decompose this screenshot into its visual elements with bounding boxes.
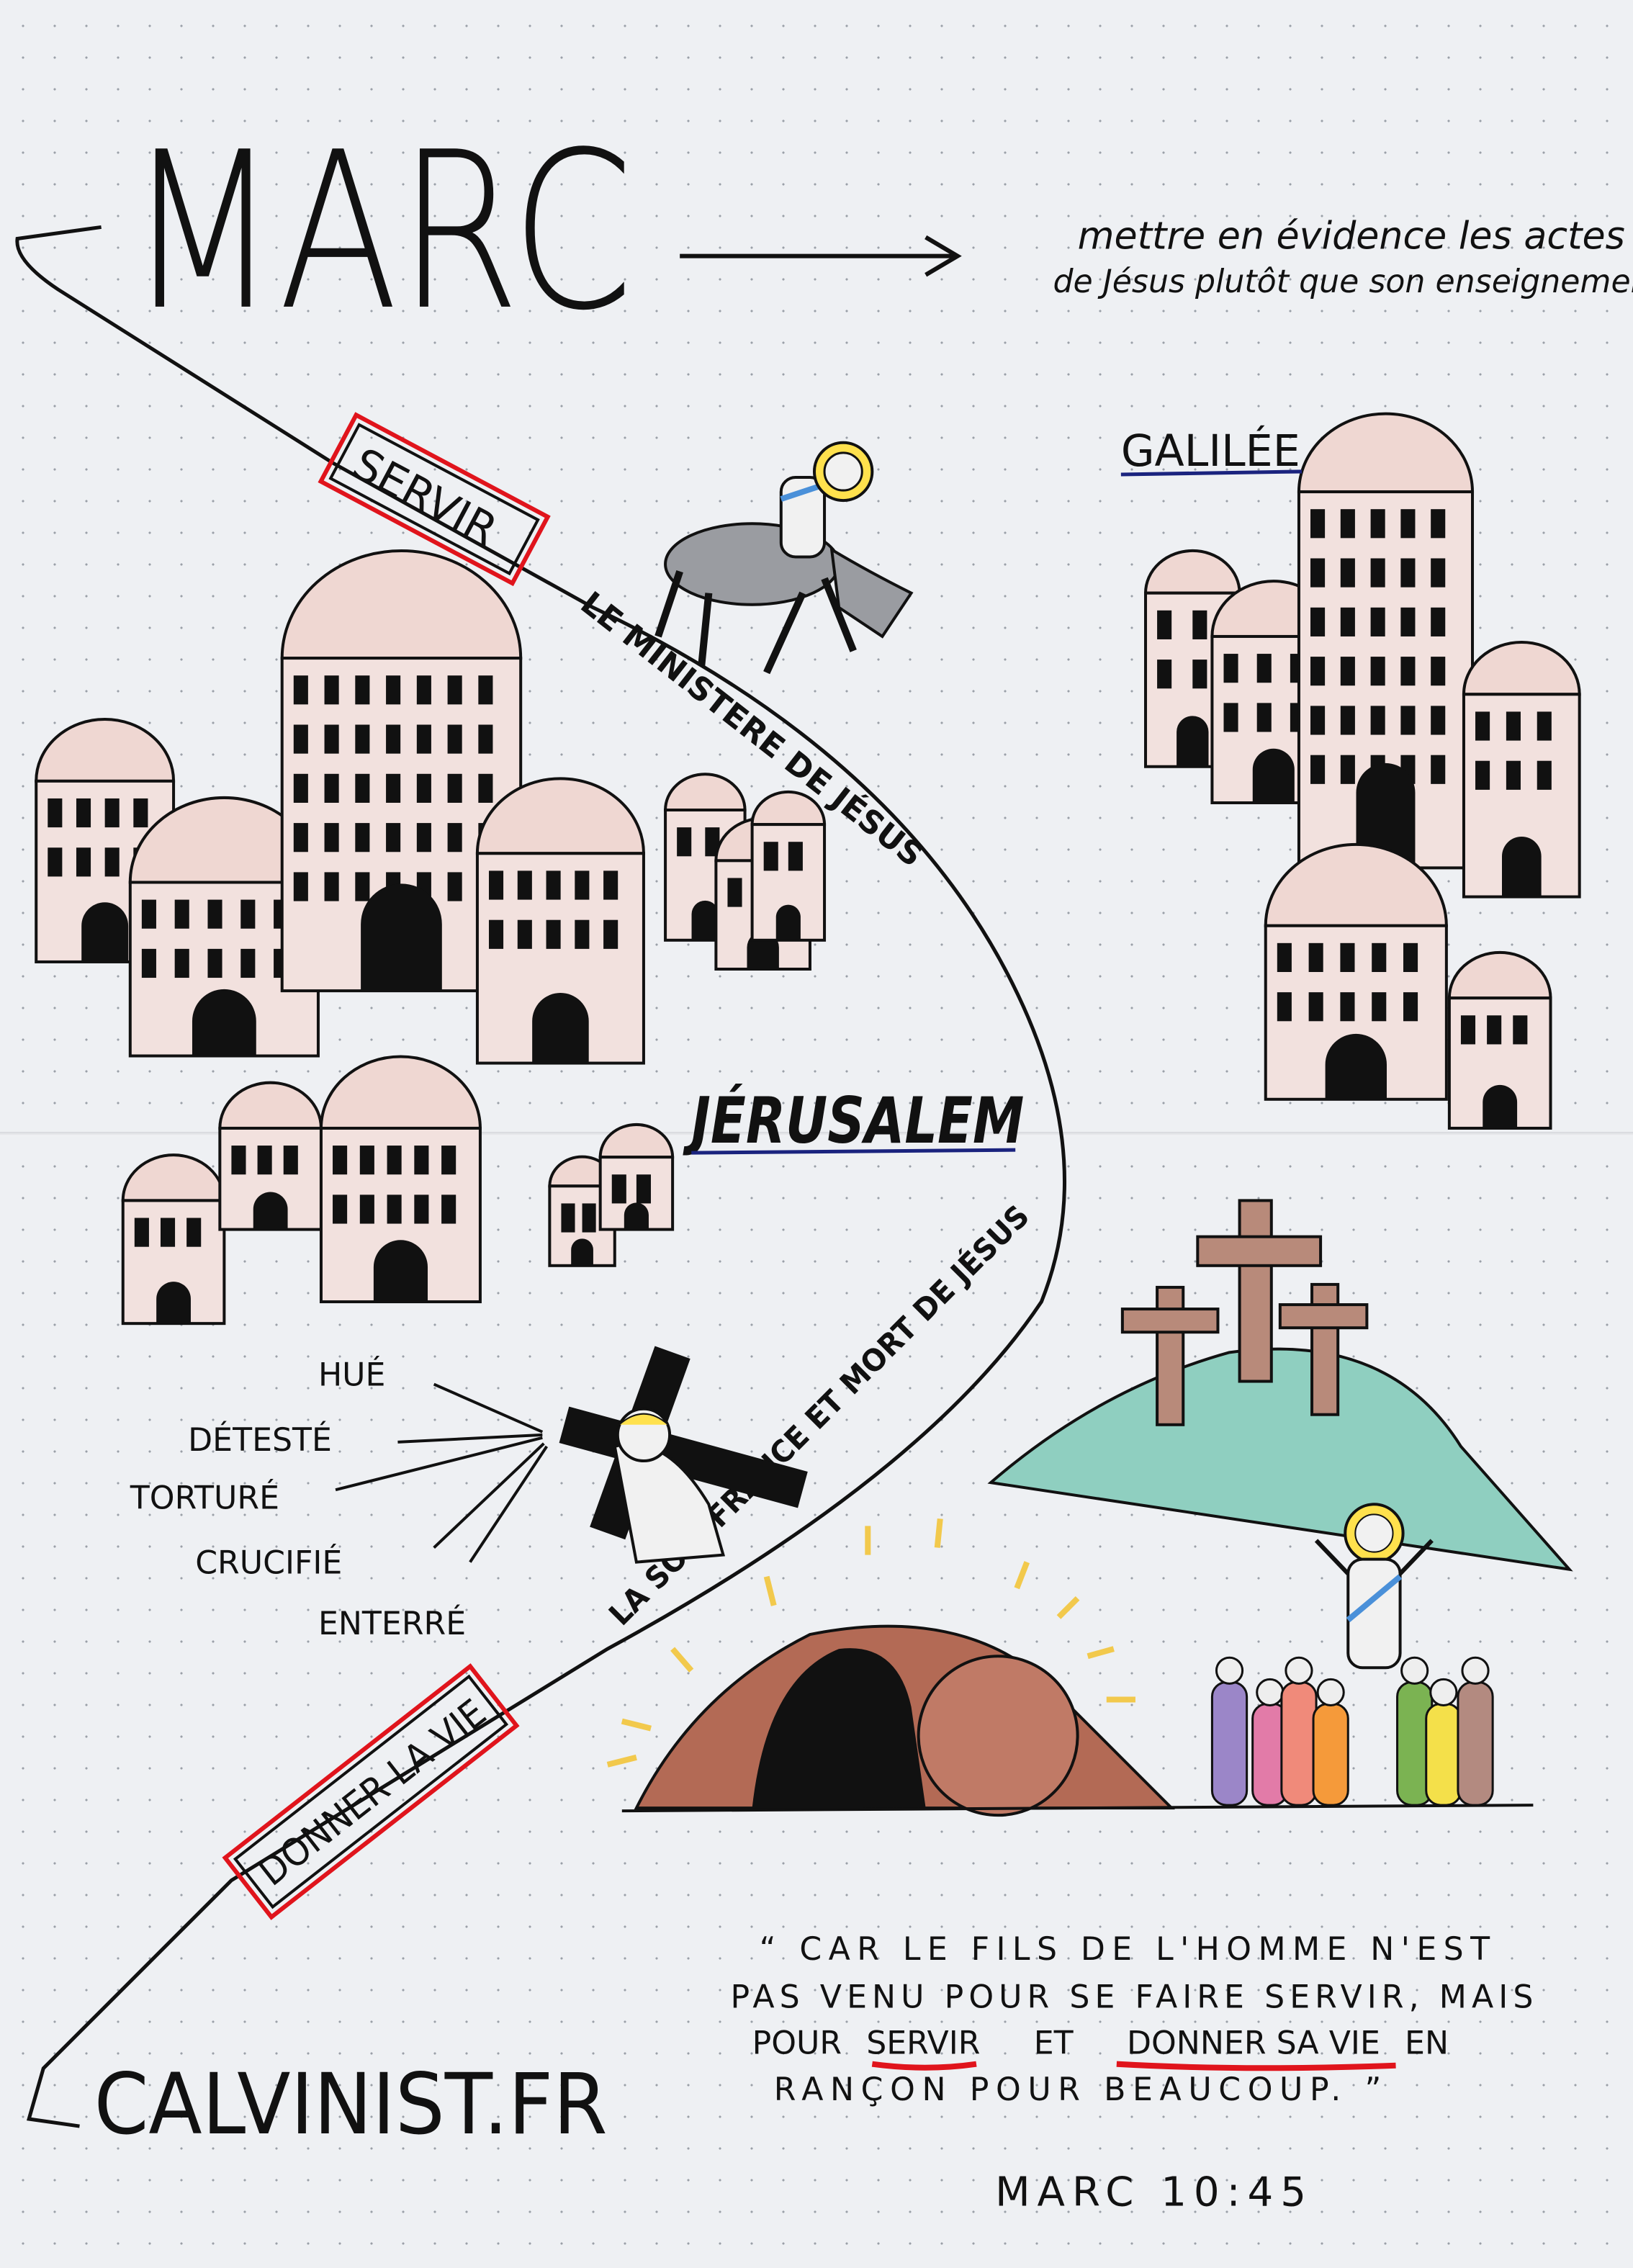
building xyxy=(475,777,645,1065)
building xyxy=(128,796,320,1058)
servir-underline xyxy=(871,2061,977,2071)
building xyxy=(1447,950,1552,1130)
subtitle-line-1: mettre en évidence les actes xyxy=(1078,215,1625,258)
risen-jesus-illustration xyxy=(1314,1503,1434,1670)
light-rays xyxy=(606,1518,1135,1768)
disciple-figure xyxy=(1210,1656,1249,1806)
quote-reference: MARC 10:45 xyxy=(995,2169,1306,2216)
journey-path xyxy=(15,225,1067,2128)
galilee-label: GALILÉE xyxy=(1121,425,1300,477)
disciple-figure xyxy=(1396,1656,1434,1806)
donner-la-vie-box: DONNER LA VIE xyxy=(222,1663,520,1920)
disciple-figure xyxy=(1251,1678,1289,1806)
quote-donner-sa-vie: DONNER SA VIE xyxy=(1127,2025,1380,2062)
suffering-list: HUÉ DÉTESTÉ TORTURÉ CRUCIFIÉ ENTERRÉ xyxy=(130,1356,466,1643)
quote-line-4: RANÇON POUR BEAUCOUP. ” xyxy=(774,2071,1382,2108)
jesus-on-donkey-illustration xyxy=(654,441,914,675)
page-title: MARC xyxy=(127,106,634,359)
building xyxy=(750,790,827,942)
jerusalem-underline xyxy=(691,1148,1016,1155)
city-buildings xyxy=(35,412,1581,1326)
page-fold xyxy=(0,1132,1633,1136)
suffering-item: TORTURÉ xyxy=(130,1478,279,1516)
disciples-crowd xyxy=(1210,1656,1494,1806)
building xyxy=(548,1155,616,1267)
building xyxy=(1264,842,1448,1101)
quote-line-2: PAS VENU POUR SE FAIRE SERVIR, MAIS xyxy=(730,1979,1533,2015)
building xyxy=(1462,640,1581,899)
quote-word: EN xyxy=(1405,2025,1449,2062)
suffering-item: ENTERRÉ xyxy=(318,1604,466,1642)
jerusalem-label: JÉRUSALEM xyxy=(683,1083,1024,1158)
disciple-figure xyxy=(1312,1678,1349,1806)
quote-word: POUR xyxy=(752,2025,842,2062)
suffering-item: HUÉ xyxy=(318,1356,385,1394)
building xyxy=(1297,412,1475,870)
calvinist-watermark: CALVINIST.FR xyxy=(94,2056,608,2154)
donner-la-vie-label: DONNER LA VIE xyxy=(251,1691,495,1894)
jesus-carrying-cross-illustration xyxy=(559,1346,808,1564)
suffering-item: CRUCIFIÉ xyxy=(195,1544,342,1582)
suffering-arrows xyxy=(335,1382,549,1563)
building xyxy=(598,1123,675,1231)
disciple-figure xyxy=(1425,1678,1462,1806)
galilee-underline xyxy=(1120,469,1303,477)
suffering-item: DÉTESTÉ xyxy=(188,1421,332,1459)
building xyxy=(280,549,523,993)
building xyxy=(218,1081,323,1231)
empty-tomb-illustration xyxy=(621,1624,1534,1817)
bible-quote: “ CAR LE FILS DE L'HOMME N'EST PAS VENU … xyxy=(730,1931,1533,2216)
building xyxy=(319,1055,482,1304)
arrow-head-icon xyxy=(925,235,962,277)
three-crosses-icon xyxy=(1120,1199,1369,1426)
building xyxy=(121,1153,226,1326)
subtitle-line-2: de Jésus plutôt que son enseignemen xyxy=(1053,264,1633,300)
quote-servir: SERVIR xyxy=(866,2025,980,2062)
quote-word: ET xyxy=(1034,2025,1074,2062)
disciple-figure xyxy=(1457,1656,1494,1806)
quote-line-3: POUR SERVIR ET DONNER SA VIE EN xyxy=(752,2025,1449,2062)
quote-line-1: “ CAR LE FILS DE L'HOMME N'EST xyxy=(760,1931,1490,1968)
disciple-figure xyxy=(1280,1656,1318,1806)
donner-sa-vie-underline xyxy=(1116,2061,1396,2071)
golgotha-hill xyxy=(987,1347,1573,1572)
